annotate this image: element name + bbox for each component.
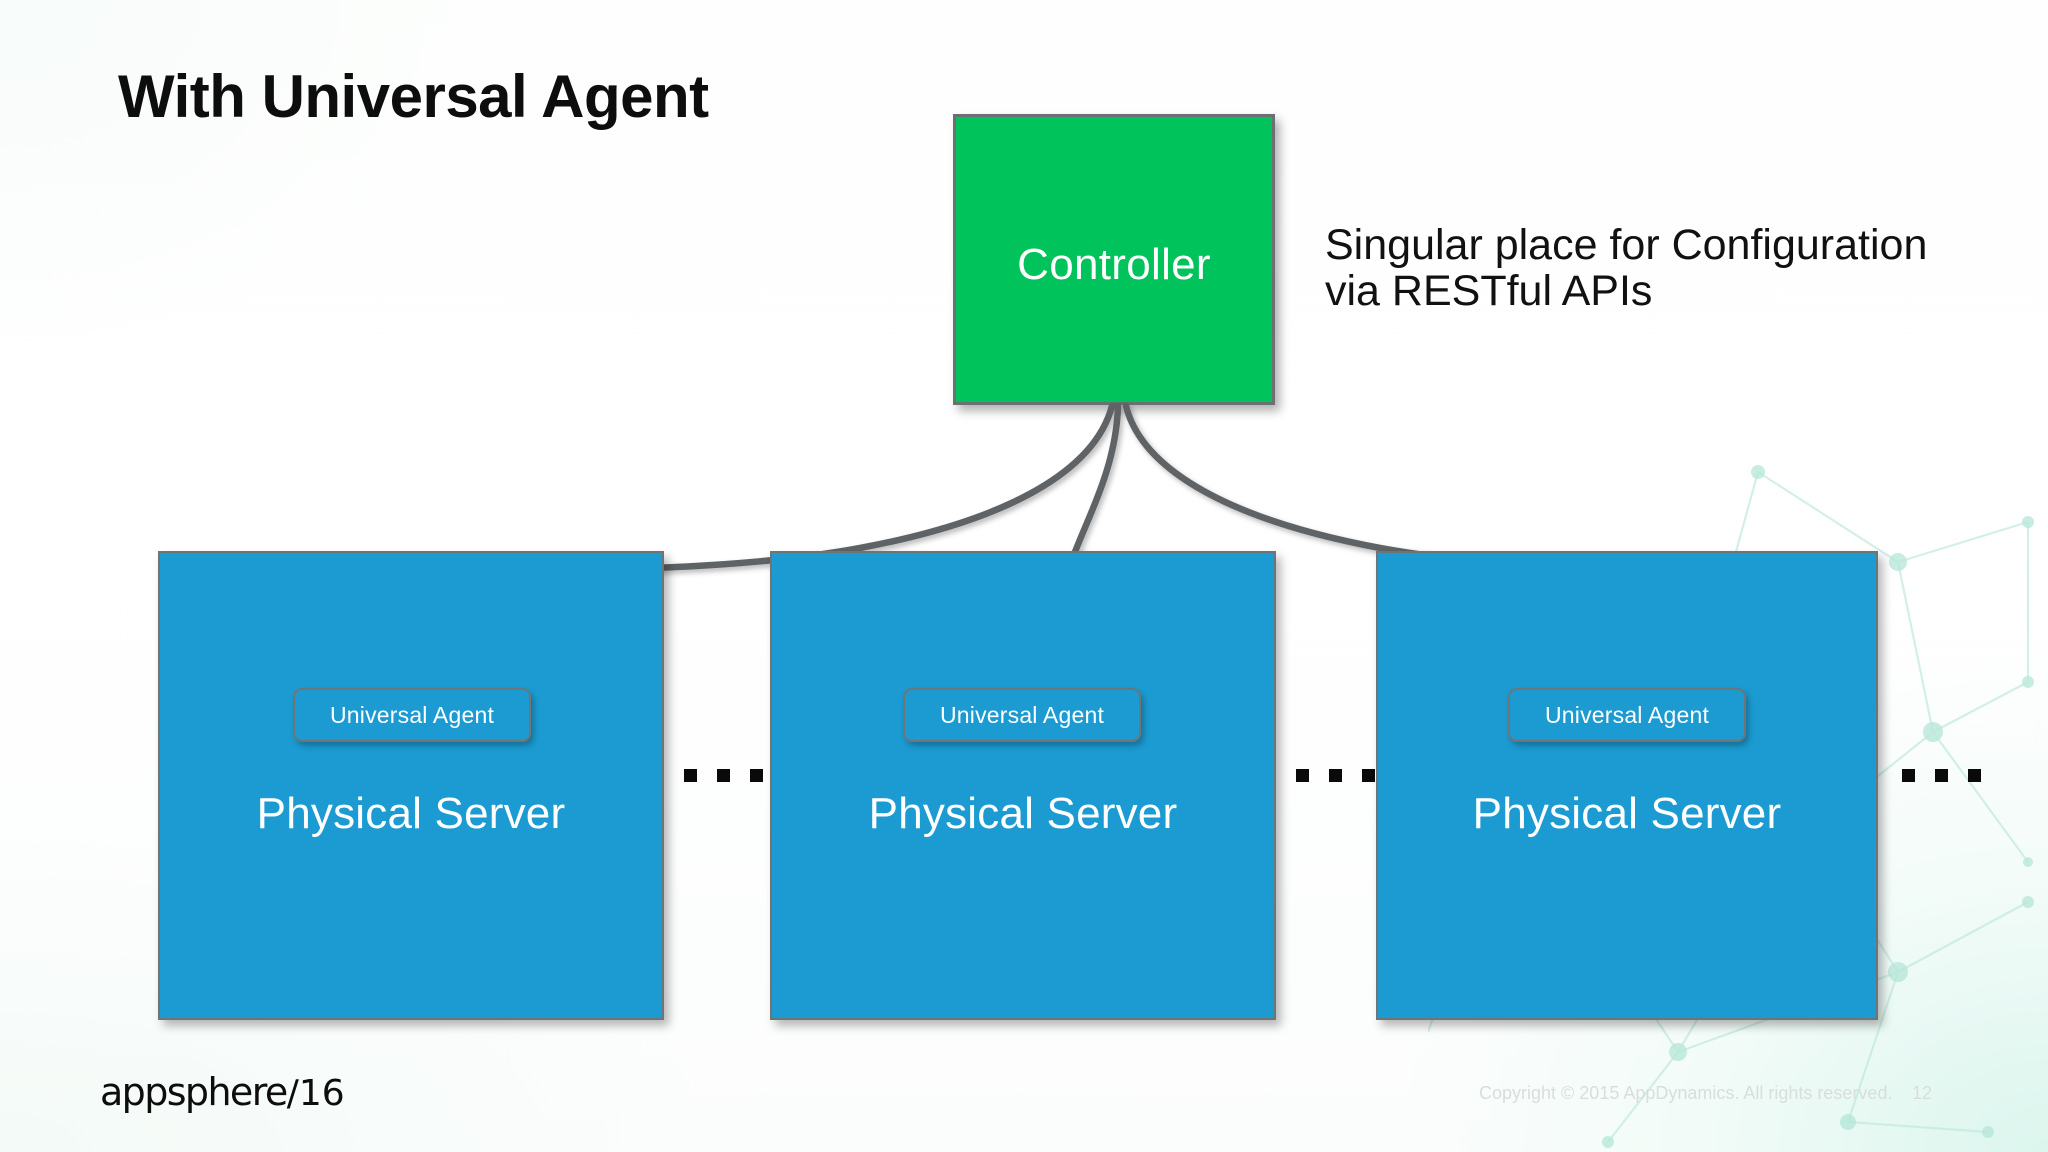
page-number: 12 [1912, 1083, 1933, 1103]
agent-badge-1[interactable]: Universal Agent [293, 688, 531, 742]
ellipsis-dot [1902, 769, 1915, 782]
page-title: With Universal Agent [118, 63, 709, 130]
controller-node[interactable]: Controller [953, 114, 1275, 405]
ellipsis-dot [1935, 769, 1948, 782]
ellipsis-3 [1902, 769, 1981, 782]
ellipsis-dot [1296, 769, 1309, 782]
server-name-1: Physical Server [256, 789, 566, 838]
appsphere-logo-year: /16 [286, 1073, 345, 1114]
server-node-1[interactable]: Physical Server [158, 551, 664, 1020]
controller-label: Controller [1017, 239, 1211, 289]
appsphere-logo: appsphere/16 [100, 1070, 345, 1114]
server-node-2[interactable]: Physical Server [770, 551, 1276, 1020]
agent-badge-3[interactable]: Universal Agent [1508, 688, 1746, 742]
appsphere-logo-mark: appsphere [100, 1070, 288, 1114]
server-name-2: Physical Server [868, 789, 1178, 838]
server-node-3[interactable]: Physical Server [1376, 551, 1878, 1020]
ellipsis-dot [1362, 769, 1375, 782]
ellipsis-dot [1329, 769, 1342, 782]
ellipsis-dot [1968, 769, 1981, 782]
copyright-text: Copyright © 2015 AppDynamics. All rights… [1479, 1083, 1893, 1103]
ellipsis-2 [1296, 769, 1375, 782]
ellipsis-1 [684, 769, 763, 782]
ellipsis-dot [717, 769, 730, 782]
side-note-line-1: Singular place for Configuration [1325, 221, 1928, 269]
side-note: Singular place for Configuration via RES… [1325, 222, 2048, 315]
ellipsis-dot [750, 769, 763, 782]
side-note-line-2: via RESTful APIs [1325, 267, 1653, 316]
ellipsis-dot [684, 769, 697, 782]
server-name-3: Physical Server [1472, 789, 1782, 838]
agent-badge-2[interactable]: Universal Agent [903, 688, 1141, 742]
